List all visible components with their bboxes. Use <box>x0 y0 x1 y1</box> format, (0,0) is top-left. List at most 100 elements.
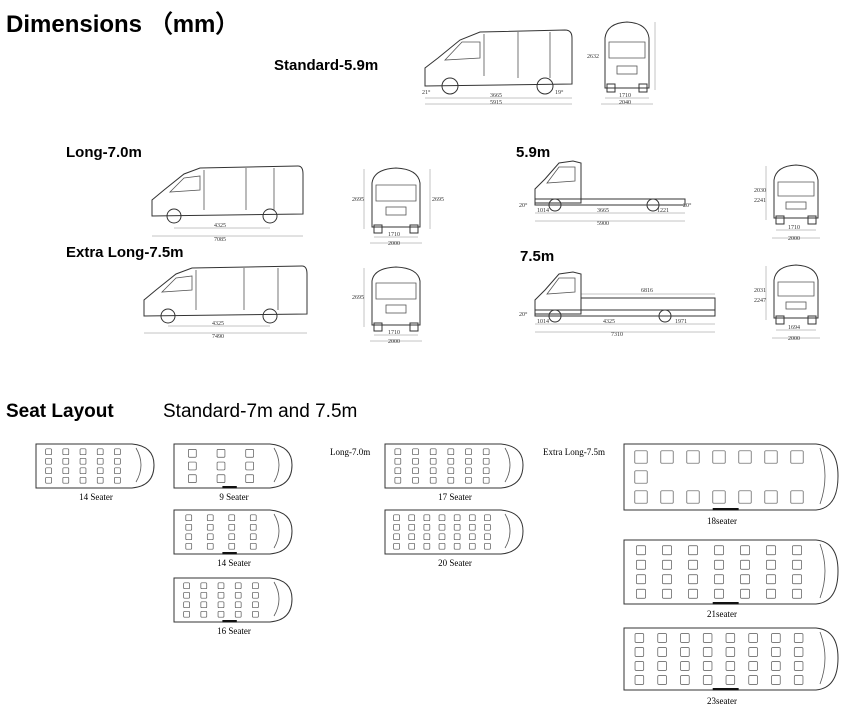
van-outline <box>384 443 524 489</box>
dim-c75-height: 2031 <box>754 288 766 294</box>
seat <box>393 542 400 550</box>
seat <box>96 448 104 456</box>
seat <box>660 490 674 504</box>
caption-14-seater-a: 14 Seater <box>79 492 113 502</box>
seat <box>634 450 648 464</box>
seat <box>453 523 461 531</box>
seat <box>738 450 752 464</box>
seat <box>662 574 672 585</box>
seat-layout-subtitle: Standard-7m and 7.5m <box>163 401 358 422</box>
seat <box>634 675 645 685</box>
dim-xl-track: 1710 <box>388 330 400 336</box>
seat <box>183 601 190 609</box>
seat <box>408 514 416 522</box>
dim-long-length: 7085 <box>214 237 226 243</box>
seat <box>423 542 431 550</box>
seat <box>438 514 446 522</box>
page-title: Dimensions （mm） <box>6 11 240 38</box>
seat <box>725 661 736 671</box>
dim-long-track: 1710 <box>388 232 400 238</box>
dim-std-width: 2040 <box>619 100 631 106</box>
caption-16-seater: 16 Seater <box>217 626 251 636</box>
seat <box>412 457 419 465</box>
seat <box>657 661 667 671</box>
seat <box>249 514 257 522</box>
seat <box>393 533 400 541</box>
seat <box>634 661 645 671</box>
seat-plan-18 <box>623 443 839 511</box>
dim-c59-track: 1710 <box>788 225 800 231</box>
seat <box>740 574 750 585</box>
seat-plan-20 <box>384 509 524 555</box>
seat <box>438 542 446 550</box>
seat <box>423 533 431 541</box>
van-outline <box>384 509 524 555</box>
seat <box>45 448 52 456</box>
dim-c75-front-overhang: 1014 <box>537 319 549 325</box>
seat <box>453 533 461 541</box>
seat <box>771 647 781 657</box>
seat <box>447 457 455 465</box>
dim-xl-wheelbase: 4325 <box>212 321 224 327</box>
seat-label-long: Long-7.0m <box>330 447 371 457</box>
seat <box>634 647 645 657</box>
windshield <box>273 513 280 549</box>
seat <box>634 490 648 504</box>
seat <box>183 610 190 618</box>
dim-std-wheelbase: 3665 <box>490 93 502 99</box>
dim-c75-body-length: 6816 <box>641 288 653 294</box>
windshield <box>273 581 280 617</box>
seat <box>680 633 690 643</box>
seat <box>771 661 781 671</box>
chassis-75-front-view: 2031 2247 1694 2000 <box>754 264 820 342</box>
dim-c59-angle-front: 20° <box>519 202 528 209</box>
seat <box>748 661 758 671</box>
caption-20-seater: 20 Seater <box>438 558 472 568</box>
seat <box>738 490 752 504</box>
seat-plan-17 <box>384 443 524 489</box>
seat <box>62 476 70 484</box>
seat <box>465 457 472 465</box>
seat <box>688 545 698 556</box>
seat <box>206 533 214 541</box>
seat <box>234 601 242 609</box>
seat <box>228 542 236 550</box>
seat <box>686 490 700 504</box>
seat <box>96 476 104 484</box>
caption-18-seater: 18seater <box>707 516 737 526</box>
dim-c59-front-overhang: 1014 <box>537 208 549 214</box>
dim-c59-height-b: 2241 <box>754 198 766 204</box>
seat <box>793 675 804 685</box>
seat <box>636 559 646 570</box>
seat <box>206 542 214 550</box>
seat <box>453 514 461 522</box>
seat <box>482 457 490 465</box>
van-outline <box>623 539 839 605</box>
seat <box>447 476 455 484</box>
seat <box>468 514 476 522</box>
dim-c75-height-b: 2247 <box>754 298 766 304</box>
dim-c75-wheelbase: 4325 <box>603 319 615 325</box>
seat <box>680 675 690 685</box>
seat <box>185 514 193 522</box>
label-chassis-75: 7.5m <box>520 248 555 265</box>
seat <box>680 661 690 671</box>
seat <box>96 457 104 465</box>
seat <box>634 470 648 484</box>
seat-plan-16 <box>173 577 293 623</box>
seat <box>200 591 208 599</box>
seat <box>792 588 802 599</box>
label-standard: Standard-5.9m <box>274 57 379 74</box>
van-outline <box>173 509 293 555</box>
seat <box>245 449 254 458</box>
seat <box>216 474 226 483</box>
dim-std-length: 5915 <box>490 100 502 106</box>
seat-plan-14a <box>35 443 155 489</box>
van-outline <box>173 577 293 623</box>
seat <box>714 559 724 570</box>
seat <box>702 647 713 657</box>
windshield <box>273 447 280 483</box>
seat <box>234 591 242 599</box>
seat <box>408 533 416 541</box>
seat <box>748 675 758 685</box>
